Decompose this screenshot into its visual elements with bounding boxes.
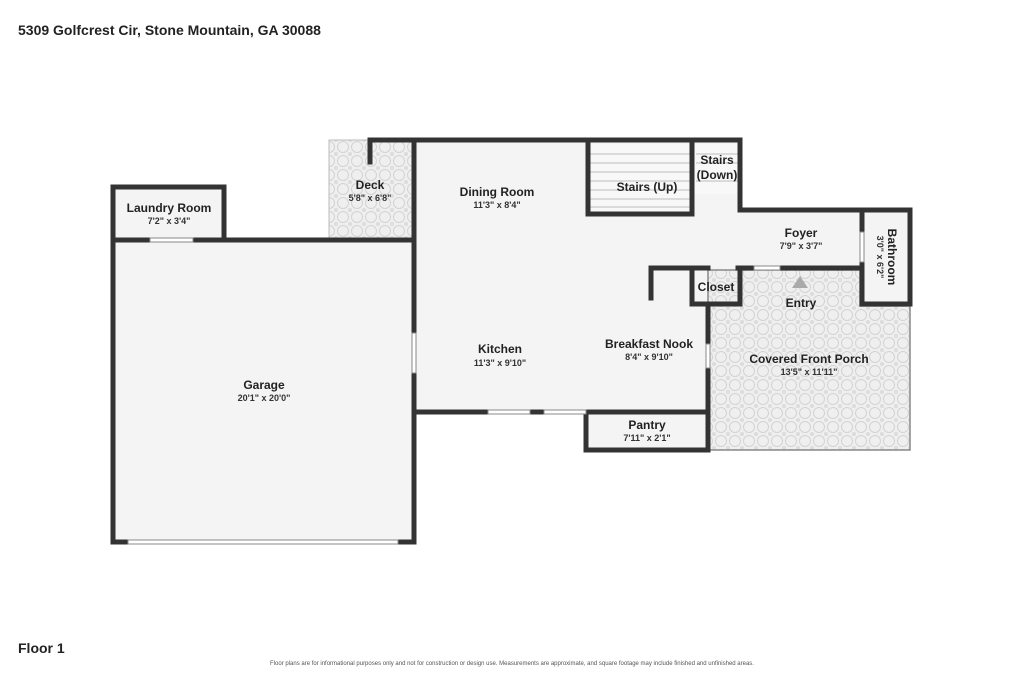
room-dims-dining: 11'3" x 8'4" <box>473 200 520 210</box>
room-name-stairs-down-2: (Down) <box>697 168 738 182</box>
room-name-deck: Deck <box>356 178 385 192</box>
entry-arrow-icon <box>792 276 808 288</box>
room-dims-laundry: 7'2" x 3'4" <box>148 216 191 226</box>
room-name-dining: Dining Room <box>460 185 535 199</box>
room-dims-breakfast: 8'4" x 9'10" <box>625 352 673 362</box>
room-name-entry: Entry <box>786 296 817 310</box>
room-name-pantry: Pantry <box>628 418 666 432</box>
disclaimer-text: Floor plans are for informational purpos… <box>270 661 754 667</box>
room-dims-kitchen: 11'3" x 9'10" <box>474 358 526 368</box>
walls <box>110 137 913 545</box>
room-dims-garage: 20'1" x 20'0" <box>238 393 291 403</box>
room-name-stairs-up: Stairs (Up) <box>617 180 678 194</box>
room-name-foyer: Foyer <box>785 226 818 240</box>
room-name-bathroom: Bathroom <box>885 229 899 286</box>
room-dims-pantry: 7'11" x 2'1" <box>623 433 670 443</box>
tiled-areas <box>328 139 911 451</box>
room-floors <box>114 140 910 542</box>
room-name-garage: Garage <box>243 378 285 392</box>
floor-label: Floor 1 <box>18 640 65 656</box>
room-name-stairs-down: Stairs <box>700 153 734 167</box>
room-name-kitchen: Kitchen <box>478 342 522 356</box>
room-dims-bathroom: 3'0" x 6'2" <box>875 236 885 279</box>
windows <box>127 231 865 545</box>
room-dims-foyer: 7'9" x 3'7" <box>780 241 823 251</box>
room-name-porch: Covered Front Porch <box>749 352 868 366</box>
room-name-laundry: Laundry Room <box>127 201 212 215</box>
room-dims-porch: 13'5" x 11'11" <box>781 367 838 377</box>
address-title: 5309 Golfcrest Cir, Stone Mountain, GA 3… <box>18 22 321 38</box>
room-name-breakfast: Breakfast Nook <box>605 337 693 351</box>
room-dims-deck: 5'8" x 6'8" <box>349 193 392 203</box>
stairs-treads <box>590 153 738 208</box>
room-name-closet: Closet <box>698 280 735 294</box>
